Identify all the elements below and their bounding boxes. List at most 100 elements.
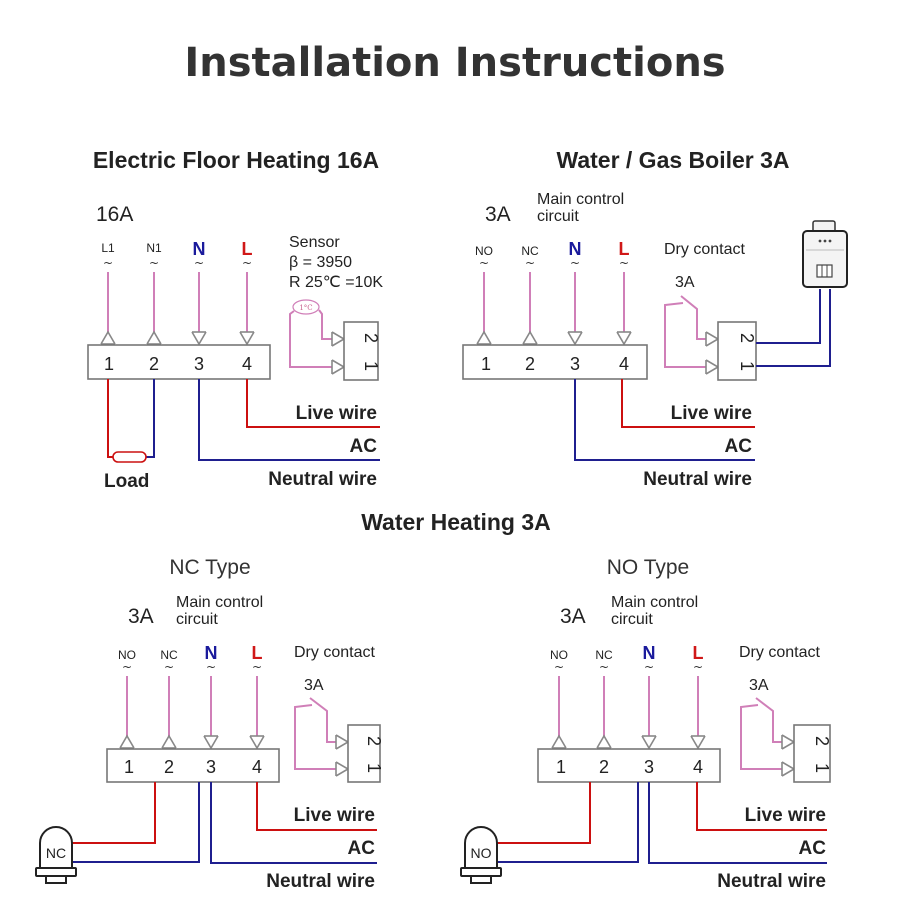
floor-terminal-label-l: L (242, 239, 253, 259)
boiler-terminal-label-no: NO (475, 244, 493, 258)
arrow-right-icon (335, 761, 349, 777)
dry-contact-lead (755, 697, 782, 743)
live-wire-label: Live wire (671, 403, 752, 424)
terminal-number: 4 (619, 354, 629, 374)
live-wire-line (621, 379, 755, 428)
no-heading: NO Type (607, 556, 689, 579)
tilde-symbol: ~ (554, 660, 564, 674)
live-wire-line (246, 379, 380, 428)
sensor-lead (318, 309, 332, 340)
tilde-symbol: ~ (206, 660, 216, 674)
floor-terminal-label-l1: L1 (101, 241, 115, 255)
dry-contact-lead (680, 295, 706, 340)
ac-label: AC (799, 838, 827, 859)
lamp-wire-red (72, 782, 156, 844)
no-terminal-label-no: NO (550, 648, 568, 662)
dry-contact-lead (740, 704, 782, 770)
tilde-symbol: ~ (103, 256, 113, 270)
nc-terminal-label-nc: NC (160, 648, 178, 662)
nc-lamp-label: NC (46, 845, 66, 861)
no-circuit-line-1: Main control (611, 594, 698, 611)
water-heating-heading: Water Heating 3A (361, 509, 551, 535)
arrow-up-icon (119, 735, 135, 749)
dry-contact-terminal-block (793, 724, 831, 783)
dry-contact-pin-2: 2 (364, 736, 384, 746)
terminal-number: 1 (124, 757, 134, 777)
arrow-down-icon (690, 735, 706, 749)
tilde-symbol: ~ (644, 660, 654, 674)
terminal-number: 2 (599, 757, 609, 777)
arrow-right-icon (705, 359, 719, 375)
sensor-pin-2: 2 (361, 333, 381, 343)
neutral-wire-line (198, 379, 380, 461)
load-resistor-icon (112, 451, 147, 463)
arrow-down-icon (249, 735, 265, 749)
no-circuit-line-2: circuit (611, 611, 653, 628)
ac-label: AC (725, 436, 753, 457)
no-terminal-block (537, 748, 721, 783)
arrow-right-icon (781, 761, 795, 777)
sensor-line-2: β = 3950 (289, 254, 352, 271)
tilde-symbol: ~ (149, 256, 159, 270)
dry-contact-terminal-block (717, 321, 757, 381)
arrow-up-icon (146, 331, 162, 345)
dry-contact-pin-1: 1 (364, 763, 384, 773)
tilde-symbol: ~ (525, 256, 535, 270)
nc-terminal-label-n: N (205, 643, 218, 663)
dry-contact-lead (664, 302, 706, 368)
terminal-number: 2 (164, 757, 174, 777)
no-lamp-label: NO (471, 845, 492, 861)
tilde-symbol: ~ (619, 256, 629, 270)
arrow-up-icon (476, 331, 492, 345)
tilde-symbol: ~ (599, 660, 609, 674)
arrow-down-icon (239, 331, 255, 345)
boiler-terminal-label-n: N (569, 239, 582, 259)
boiler-circuit-line-1: Main control (537, 191, 624, 208)
arrow-right-icon (331, 359, 345, 375)
nc-terminal-block (106, 748, 280, 783)
dry-contact-lead (294, 704, 336, 770)
live-wire-label: Live wire (296, 403, 377, 424)
boiler-circuit-line-2: circuit (537, 208, 579, 225)
nc-circuit-line-2: circuit (176, 611, 218, 628)
floor-heating-diagram: Electric Floor Heating 16A 16A L1 N1 N L… (87, 147, 383, 492)
arrow-up-icon (522, 331, 538, 345)
live-wire-label: Live wire (745, 805, 826, 826)
dry-contact-label: Dry contact (739, 644, 820, 661)
no-amp-label: 3A (560, 605, 586, 628)
boiler-icon (802, 220, 848, 288)
terminal-number: 1 (481, 354, 491, 374)
lamp-wire-blue (72, 782, 200, 863)
terminal-number: 3 (206, 757, 216, 777)
load-label: Load (104, 471, 149, 492)
sensor-terminal-block (343, 321, 379, 381)
load-wire-blue (146, 379, 155, 458)
sensor-probe-icon (292, 299, 320, 315)
arrow-down-icon (616, 331, 632, 345)
dry-contact-pin-1: 1 (812, 763, 832, 773)
sensor-pin-1: 1 (361, 361, 381, 371)
dry-contact-amp: 3A (304, 677, 324, 694)
tilde-symbol: ~ (194, 256, 204, 270)
dry-contact-amp: 3A (749, 677, 769, 694)
floor-terminal-label-n: N (193, 239, 206, 259)
boiler-amp-label: 3A (485, 203, 511, 226)
no-terminal-label-nc: NC (595, 648, 613, 662)
dry-contact-pin-2: 2 (812, 736, 832, 746)
tilde-symbol: ~ (479, 256, 489, 270)
arrow-down-icon (567, 331, 583, 345)
live-wire-line (256, 782, 377, 831)
arrow-down-icon (203, 735, 219, 749)
arrow-right-icon (331, 331, 345, 347)
arrow-down-icon (641, 735, 657, 749)
lamp-wire-blue (497, 782, 639, 863)
terminal-number: 3 (194, 354, 204, 374)
arrow-right-icon (705, 331, 719, 347)
no-terminal-label-n: N (643, 643, 656, 663)
tilde-symbol: ~ (164, 660, 174, 674)
nc-lamp-icon: NC (35, 826, 77, 884)
boiler-heading: Water / Gas Boiler 3A (556, 147, 789, 173)
sensor-line-3: R 25℃ =10K (289, 274, 383, 291)
terminal-number: 3 (570, 354, 580, 374)
